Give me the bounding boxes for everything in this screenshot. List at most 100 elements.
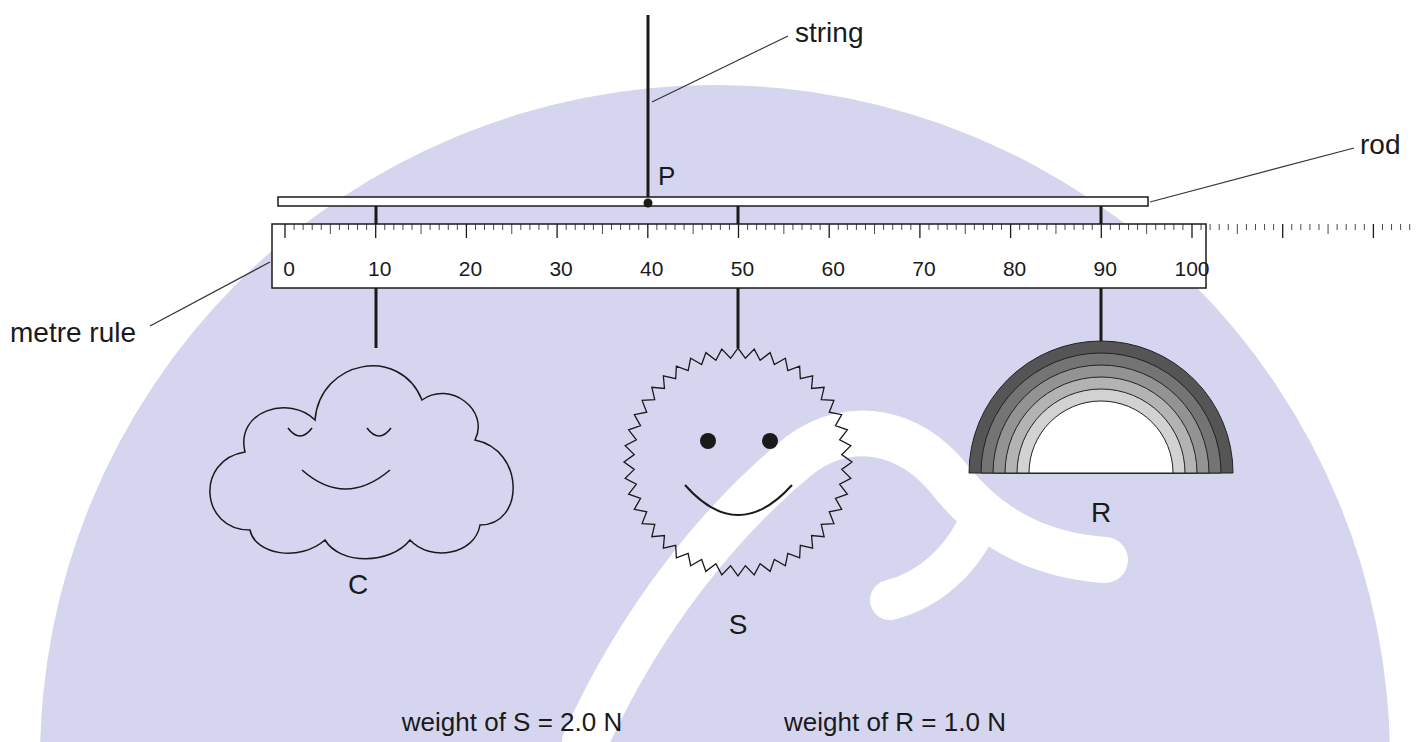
cloud-figure: C	[190, 340, 530, 610]
figure-label: S	[729, 611, 748, 639]
tick-mark	[357, 224, 358, 230]
tick-mark	[801, 224, 802, 230]
tick-mark	[1173, 224, 1174, 230]
tick-mark	[829, 224, 830, 238]
tick-mark	[294, 224, 295, 230]
tick-mark	[421, 224, 422, 234]
tick-mark	[1291, 224, 1292, 230]
tick-mark	[1364, 224, 1365, 230]
tick-mark	[411, 224, 412, 230]
tick-mark	[448, 224, 449, 230]
tick-mark	[647, 224, 648, 238]
tick-mark	[1092, 224, 1093, 230]
tick-mark	[901, 224, 902, 230]
background-disc	[40, 85, 1390, 742]
tick-mark	[629, 224, 630, 230]
tick-mark	[1019, 224, 1020, 230]
tick-mark	[1409, 224, 1410, 230]
tick-mark	[1010, 224, 1011, 238]
tick-mark	[339, 224, 340, 230]
tick-mark	[1228, 224, 1229, 230]
tick-mark	[910, 224, 911, 230]
tick-mark	[493, 224, 494, 230]
tick-mark	[284, 224, 285, 238]
tick-mark	[1028, 224, 1029, 230]
sun-eye	[762, 433, 778, 449]
tick-mark	[847, 224, 848, 230]
tick-mark	[520, 224, 521, 230]
tick-mark	[439, 224, 440, 230]
tick-mark	[1155, 224, 1156, 230]
tick-mark	[602, 224, 603, 234]
tick-mark	[738, 224, 739, 238]
tick-mark	[874, 224, 875, 234]
tick-mark	[584, 224, 585, 230]
tick-mark	[1065, 224, 1066, 230]
tick-mark	[1382, 224, 1383, 230]
tick-mark	[1273, 224, 1274, 230]
tick-mark	[375, 224, 376, 238]
scale-number: 20	[459, 258, 482, 279]
tick-mark	[611, 224, 612, 230]
rainbow-band	[981, 353, 1221, 473]
tick-mark	[693, 224, 694, 234]
tick-mark	[865, 224, 866, 230]
tick-mark	[1309, 224, 1310, 230]
tick-mark	[928, 224, 929, 230]
tick-mark	[1037, 224, 1038, 230]
tick-mark	[711, 224, 712, 230]
weight-note: weight of R = 1.0 N	[784, 709, 1006, 735]
tick-mark	[1182, 224, 1183, 230]
tick-mark	[856, 224, 857, 230]
tick-mark	[729, 224, 730, 230]
tick-mark	[321, 224, 322, 230]
tick-mark	[1119, 224, 1120, 230]
tick-mark	[838, 224, 839, 230]
tick-mark	[1400, 224, 1401, 230]
tick-mark	[1074, 224, 1075, 230]
tick-mark	[1346, 224, 1347, 230]
tick-mark	[947, 224, 948, 230]
tick-mark	[956, 224, 957, 230]
rainbow-band	[1017, 389, 1185, 473]
tick-mark	[312, 224, 313, 230]
scale-ticks	[285, 224, 1418, 238]
tick-mark	[1264, 224, 1265, 230]
cloud-face	[288, 428, 391, 489]
tick-mark	[820, 224, 821, 230]
tick-mark	[393, 224, 394, 230]
cloud-outline	[210, 366, 513, 559]
cloud-figure-outline	[190, 340, 530, 610]
tick-mark	[1282, 224, 1283, 238]
tick-mark	[402, 224, 403, 230]
tick-mark	[348, 224, 349, 230]
tick-mark	[1146, 224, 1147, 234]
tick-mark	[1328, 224, 1329, 234]
tick-mark	[484, 224, 485, 230]
string-line	[647, 15, 650, 203]
pivot-point	[644, 199, 653, 208]
tick-mark	[430, 224, 431, 230]
rainbow-band	[1005, 377, 1197, 473]
tick-mark	[1355, 224, 1356, 230]
tick-mark	[1083, 224, 1084, 230]
leader-line	[1150, 148, 1354, 202]
rainbow-band	[969, 341, 1233, 473]
leader-line	[150, 262, 270, 326]
tick-mark	[1001, 224, 1002, 230]
figure-label: R	[1091, 499, 1111, 527]
rod	[278, 197, 1148, 206]
tick-mark	[1210, 224, 1211, 230]
callout-label: rod	[1360, 131, 1400, 159]
tick-mark	[1164, 224, 1165, 230]
tick-mark	[765, 224, 766, 230]
tick-mark	[883, 224, 884, 230]
tick-mark	[1246, 224, 1247, 230]
weight-note: weight of S = 2.0 N	[402, 709, 622, 735]
sun-figure-outline	[610, 335, 866, 640]
tick-mark	[1318, 224, 1319, 230]
tick-mark	[974, 224, 975, 230]
scale-number: 100	[1174, 258, 1209, 279]
background-swoosh	[890, 530, 975, 600]
tick-mark	[548, 224, 549, 230]
